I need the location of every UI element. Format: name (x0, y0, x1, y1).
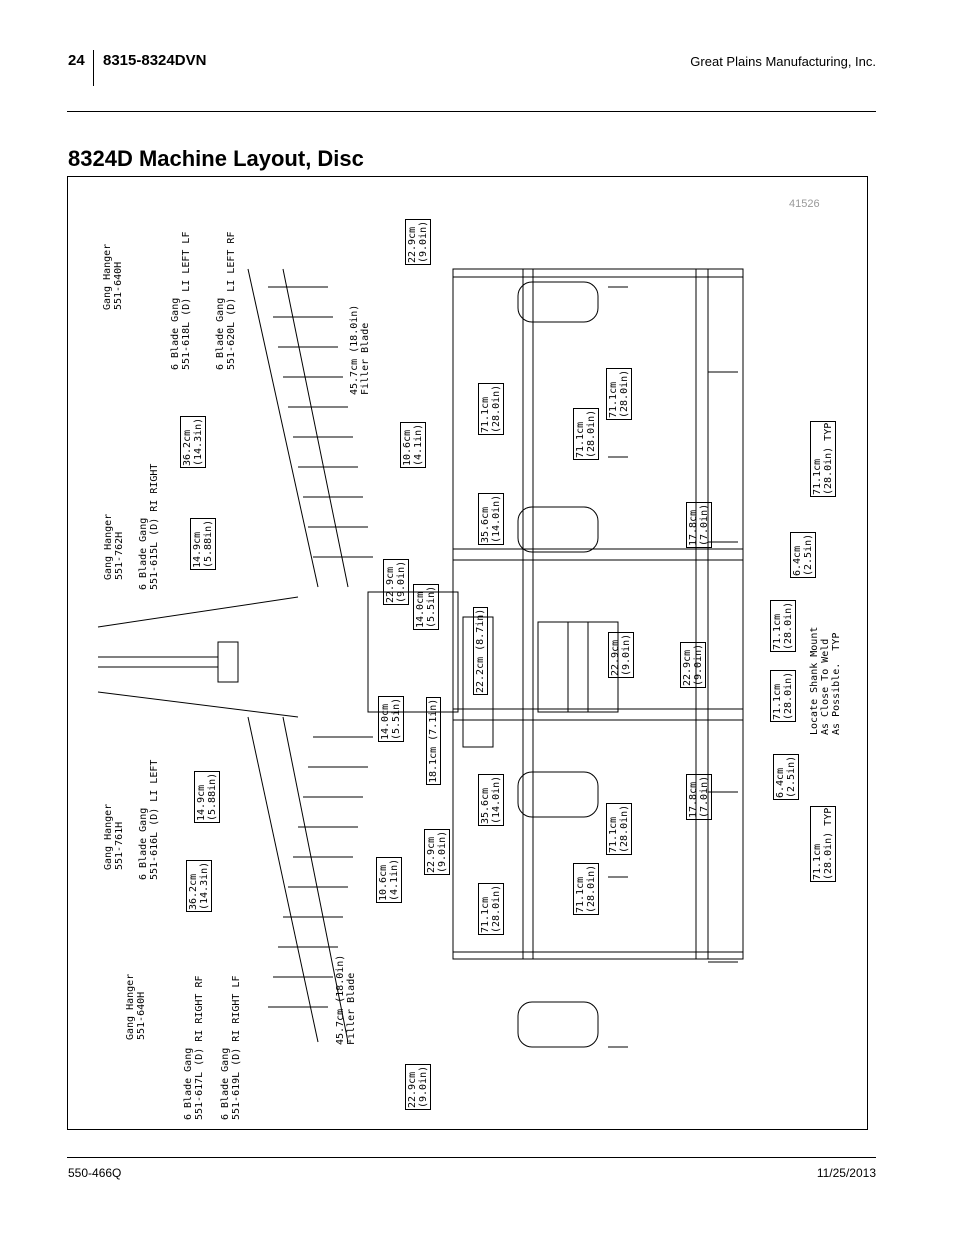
filler-blade-label-bottom: 45.7cm (18.0in) Filler Blade (335, 954, 357, 1045)
gang-620l-label: 6 Blade Gang 551-620L (D) LI LEFT RF (215, 231, 237, 370)
dim-711-e: 71.1cm (28.0in) (770, 599, 796, 652)
gang-618l-label: 6 Blade Gang 551-618L (D) LI LEFT LF (170, 231, 192, 370)
gang-hanger-640h-label-bottom: Gang Hanger 551-640H (125, 973, 147, 1040)
dim-711-g: 71.1cm (28.0in) TYP (810, 420, 836, 497)
dim-140-a: 14.0cm (5.5in) (413, 583, 439, 630)
dim-178-top: 17.8cm (7.0in) (686, 501, 712, 548)
dim-711-c: 71.1cm (28.0in) (573, 407, 599, 460)
gang-616l-label: 6 Blade Gang 551-616L (D) LI LEFT (138, 759, 160, 880)
dim-229-mid2: 22.9cm (9.0in) (424, 828, 450, 875)
dim-711-d: 71.1cm (28.0in) (573, 862, 599, 915)
wheel-mid-top (517, 506, 599, 553)
gang-hanger-762h-label: Gang Hanger 551-762H (103, 513, 125, 580)
dim-229-top: 22.9cm (9.0in) (405, 218, 431, 265)
dim-140-b: 14.0cm (5.5in) (378, 695, 404, 742)
dim-229-bottom: 22.9cm (9.0in) (405, 1063, 431, 1110)
main-frame (452, 268, 744, 960)
dim-356-top: 35.6cm (14.0in) (478, 492, 504, 545)
gang-619l-label: 6 Blade Gang 551-619L (D) RI RIGHT LF (220, 975, 242, 1121)
wheel-mid-bottom (517, 771, 599, 818)
header-divider (93, 50, 94, 86)
dim-229-c1: 22.9cm (9.0in) (608, 631, 634, 678)
dim-229-mid1: 22.9cm (9.0in) (383, 558, 409, 605)
dim-356-bottom: 35.6cm (14.0in) (478, 773, 504, 826)
dim-64-top: 6.4cm (2.5in) (790, 531, 816, 578)
shank-mount-note: Locate Shank Mount As Close To Weld As P… (809, 626, 842, 735)
dim-106-bottom: 10.6cm (4.1in) (376, 856, 402, 903)
footer-rule (67, 1157, 876, 1158)
dim-149-top: 14.9cm (5.88in) (190, 517, 216, 570)
dim-106-top: 10.6cm (4.1in) (400, 421, 426, 468)
header-rule (67, 111, 876, 112)
page-title: 8324D Machine Layout, Disc (68, 146, 364, 171)
dim-711-a: 71.1cm (28.0in) (478, 382, 504, 435)
dim-149-bottom: 14.9cm (5.88in) (194, 770, 220, 823)
dim-711-f: 71.1cm (28.0in) (770, 669, 796, 722)
wheel-top (517, 281, 599, 323)
dim-64-bottom: 6.4cm (2.5in) (773, 753, 799, 800)
dim-711-i: 71.1cm (28.0in) (606, 367, 632, 420)
filler-blade-label-top: 45.7cm (18.0in) Filler Blade (349, 304, 371, 395)
dim-362-bottom: 36.2cm (14.3in) (186, 859, 212, 912)
dim-181: 18.1cm (7.1in) (426, 696, 441, 785)
dim-222: 22.2cm (8.7in) (473, 606, 488, 695)
gang-hanger-761h-label: Gang Hanger 551-761H (103, 803, 125, 870)
dim-711-b: 71.1cm (28.0in) (478, 882, 504, 935)
wheel-bottom (517, 1001, 599, 1048)
gang-hanger-640h-label-top: Gang Hanger 551-640H (102, 243, 124, 310)
dim-711-h: 71.1cm (28.0in) (606, 802, 632, 855)
dim-229-c2: 22.9cm (9.0in) (680, 641, 706, 688)
page-number: 24 (68, 52, 85, 69)
dim-711-j: 71.1cm (28.0in) TYP (810, 805, 836, 882)
gang-617l-label: 6 Blade Gang 551-617L (D) RI RIGHT RF (183, 975, 205, 1121)
figure-frame (67, 176, 868, 1130)
machine-layout-drawing (97, 268, 744, 1048)
document-number: 550-466Q (68, 1166, 122, 1180)
model-number: 8315-8324DVN (103, 52, 207, 69)
figure-id: 41526 (789, 198, 820, 210)
dim-362-top: 36.2cm (14.3in) (180, 415, 206, 468)
document-date: 11/25/2013 (816, 1166, 876, 1180)
gang-615l-label: 6 Blade Gang 551-615L (D) RI RIGHT (138, 463, 160, 590)
dim-178-bottom: 17.8cm (7.0in) (686, 773, 712, 820)
company-name: Great Plains Manufacturing, Inc. (690, 54, 876, 69)
